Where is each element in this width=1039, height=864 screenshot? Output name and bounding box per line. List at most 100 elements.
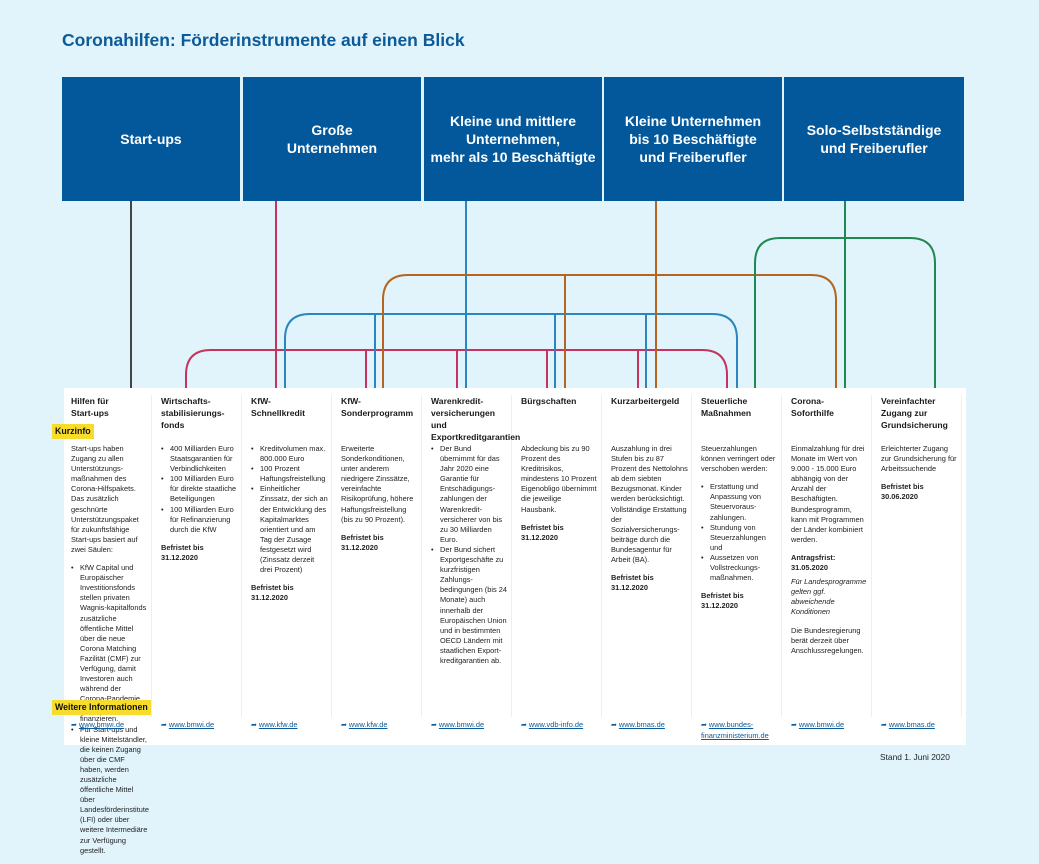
bullet-item: 100 Prozent Haftungsfreistellung (251, 464, 328, 484)
bullet-item: Einheitlicher Zinssatz, der sich an der … (251, 484, 328, 575)
external-link-icon: ➦ (161, 722, 167, 729)
info-link[interactable]: ➦www.vdb-info.de (521, 720, 603, 731)
external-link-icon: ➦ (611, 722, 617, 729)
info-link-label: www.bmwi.de (78, 720, 125, 729)
info-link[interactable]: ➦www.bmwi.de (431, 720, 513, 731)
external-link-icon: ➦ (341, 722, 347, 729)
kurzinfo-label: Kurzinfo (52, 424, 94, 439)
column-body: Erweiterte Sonderkonditionen, unter ande… (341, 444, 418, 557)
info-link-label: www.kfw.de (348, 720, 388, 729)
description-text: Abdeckung bis zu 90 Prozent des Kreditri… (521, 444, 597, 514)
deadline-text: Befristet bis 31.12.2020 (701, 591, 744, 611)
bullet-item: 400 Milliarden Euro Staatsgarantien für … (161, 444, 238, 474)
bullet-item: Der Bund sichert Exportgeschäfte zu kurz… (431, 545, 508, 666)
column-body: Auszahlung in drei Stufen bis zu 87 Proz… (611, 444, 688, 597)
bullet-list: Kreditvolumen max. 800.000 Euro100 Proze… (251, 444, 328, 575)
info-link[interactable]: ➦www.bmas.de (611, 720, 693, 731)
bullet-list: 400 Milliarden Euro Staatsgarantien für … (161, 444, 238, 535)
description-text: Steuerzahlungen können verringert oder v… (701, 444, 776, 474)
external-link-icon: ➦ (701, 722, 707, 729)
deadline-text: Befristet bis 31.12.2020 (521, 522, 564, 542)
description-text: Auszahlung in drei Stufen bis zu 87 Proz… (611, 444, 688, 565)
external-link-icon: ➦ (521, 722, 527, 729)
info-link[interactable]: ➦www.bmwi.de (71, 720, 153, 731)
column-body: Abdeckung bis zu 90 Prozent des Kreditri… (521, 444, 598, 547)
external-link-icon: ➦ (881, 722, 887, 729)
column-title: Hilfen für Start-ups (71, 396, 109, 418)
line-kleine-unternehmen (382, 201, 837, 388)
info-link[interactable]: ➦www.bmwi.de (791, 720, 873, 731)
bullet-item: Stundung von Steuerzahlungen und (701, 523, 778, 553)
info-link[interactable]: ➦www.kfw.de (341, 720, 423, 731)
column-title: Steuerliche Maßnahmen (701, 396, 752, 418)
bullet-item: Aussetzen von Vollstreckungs-maßnahmen. (701, 553, 778, 583)
weitere-informationen-label: Weitere Informationen (52, 700, 151, 715)
bullet-item: 100 Milliarden Euro für direkte staatlic… (161, 474, 238, 504)
info-link-label: www.bmas.de (618, 720, 665, 729)
stand-date: Stand 1. Juni 2020 (880, 752, 950, 762)
column-title: Kurzarbeitergeld (611, 396, 680, 406)
description-text: Erleichterter Zugang zur Grundsicherung … (881, 444, 957, 474)
column-body: Kreditvolumen max. 800.000 Euro100 Proze… (251, 444, 328, 607)
column-body: Start-ups haben Zugang zu allen Unterstü… (71, 444, 149, 864)
description-text: Erweiterte Sonderkonditionen, unter ande… (341, 444, 414, 524)
info-link-label: www.bundes-finanzministerium.de (701, 720, 769, 740)
note-text: Für Landesprogramme gelten ggf. abweiche… (791, 577, 867, 617)
instrument-column: Wirtschafts- stabilisierungs- fonds400 M… (152, 395, 242, 717)
bullet-item: Kreditvolumen max. 800.000 Euro (251, 444, 328, 464)
deadline-text: Befristet bis 31.12.2020 (611, 573, 654, 593)
page-title: Coronahilfen: Förderinstrumente auf eine… (62, 30, 465, 50)
header-grosse-unternehmen: Große Unternehmen (243, 77, 421, 201)
info-link-label: www.bmwi.de (168, 720, 215, 729)
external-link-icon: ➦ (791, 722, 797, 729)
bullet-item: Für Start-ups und kleine Mittelständler,… (71, 725, 149, 856)
deadline-text: Befristet bis 31.12.2020 (161, 542, 204, 562)
connector-lines (130, 201, 936, 388)
info-link[interactable]: ➦www.kfw.de (251, 720, 333, 731)
bullet-list: Erstattung und Anpassung von Steuervorau… (701, 482, 778, 583)
column-body: Der Bund übernimmt für das Jahr 2020 ein… (431, 444, 508, 674)
bullet-item: Der Bund übernimmt für das Jahr 2020 ein… (431, 444, 508, 545)
info-link-label: www.kfw.de (258, 720, 298, 729)
column-title: KfW- Sonderprogramm (341, 396, 414, 418)
info-link[interactable]: ➦www.bundes-finanzministerium.de (701, 720, 783, 741)
info-link-label: www.bmwi.de (438, 720, 485, 729)
header-solo-selbststaendige: Solo-Selbstständige und Freiberufler (784, 77, 964, 201)
info-link-label: www.vdb-info.de (528, 720, 584, 729)
bullet-list: Der Bund übernimmt für das Jahr 2020 ein… (431, 444, 508, 666)
header-kmu: Kleine und mittlere Unternehmen, mehr al… (424, 77, 602, 201)
line-grosse-unternehmen (185, 201, 728, 388)
column-title: Vereinfachter Zugang zur Grundsicherung (881, 396, 948, 430)
column-title: Bürgschaften (521, 396, 577, 406)
column-title: KfW- Schnellkredit (251, 396, 305, 418)
bullet-item: Erstattung und Anpassung von Steuervorau… (701, 482, 778, 522)
column-title: Corona- Soforthilfe (791, 396, 834, 418)
deadline-text: Befristet bis 30.06.2020 (881, 482, 924, 502)
column-title: Warenkredit- versicherungen und Exportkr… (431, 396, 521, 442)
column-body: Steuerzahlungen können verringert oder v… (701, 444, 778, 615)
info-link[interactable]: ➦www.bmas.de (881, 720, 963, 731)
bullet-item: 100 Milliarden Euro für Refinanzierung d… (161, 505, 238, 535)
line-kmu (284, 201, 738, 388)
header-kleine-unternehmen: Kleine Unternehmen bis 10 Beschäftigte u… (604, 77, 782, 201)
header-start-ups: Start-ups (62, 77, 240, 201)
info-link-label: www.bmwi.de (798, 720, 845, 729)
description-text: Die Bundesregierung berät derzeit über A… (791, 625, 864, 655)
column-body: 400 Milliarden Euro Staatsgarantien für … (161, 444, 238, 567)
deadline-text: Befristet bis 31.12.2020 (251, 583, 294, 603)
external-link-icon: ➦ (251, 722, 257, 729)
info-link[interactable]: ➦www.bmwi.de (161, 720, 243, 731)
column-body: Erleichterter Zugang zur Grundsicherung … (881, 444, 958, 506)
instrument-column: KfW- SchnellkreditKreditvolumen max. 800… (242, 395, 332, 717)
external-link-icon: ➦ (431, 722, 437, 729)
description-text: Start-ups haben Zugang zu allen Unterstü… (71, 444, 139, 554)
instrument-column: Warenkredit- versicherungen und Exportkr… (422, 395, 521, 717)
deadline-text: Antragsfrist: 31.05.2020 (791, 552, 836, 573)
deadline-text: Befristet bis 31.12.2020 (341, 532, 384, 552)
